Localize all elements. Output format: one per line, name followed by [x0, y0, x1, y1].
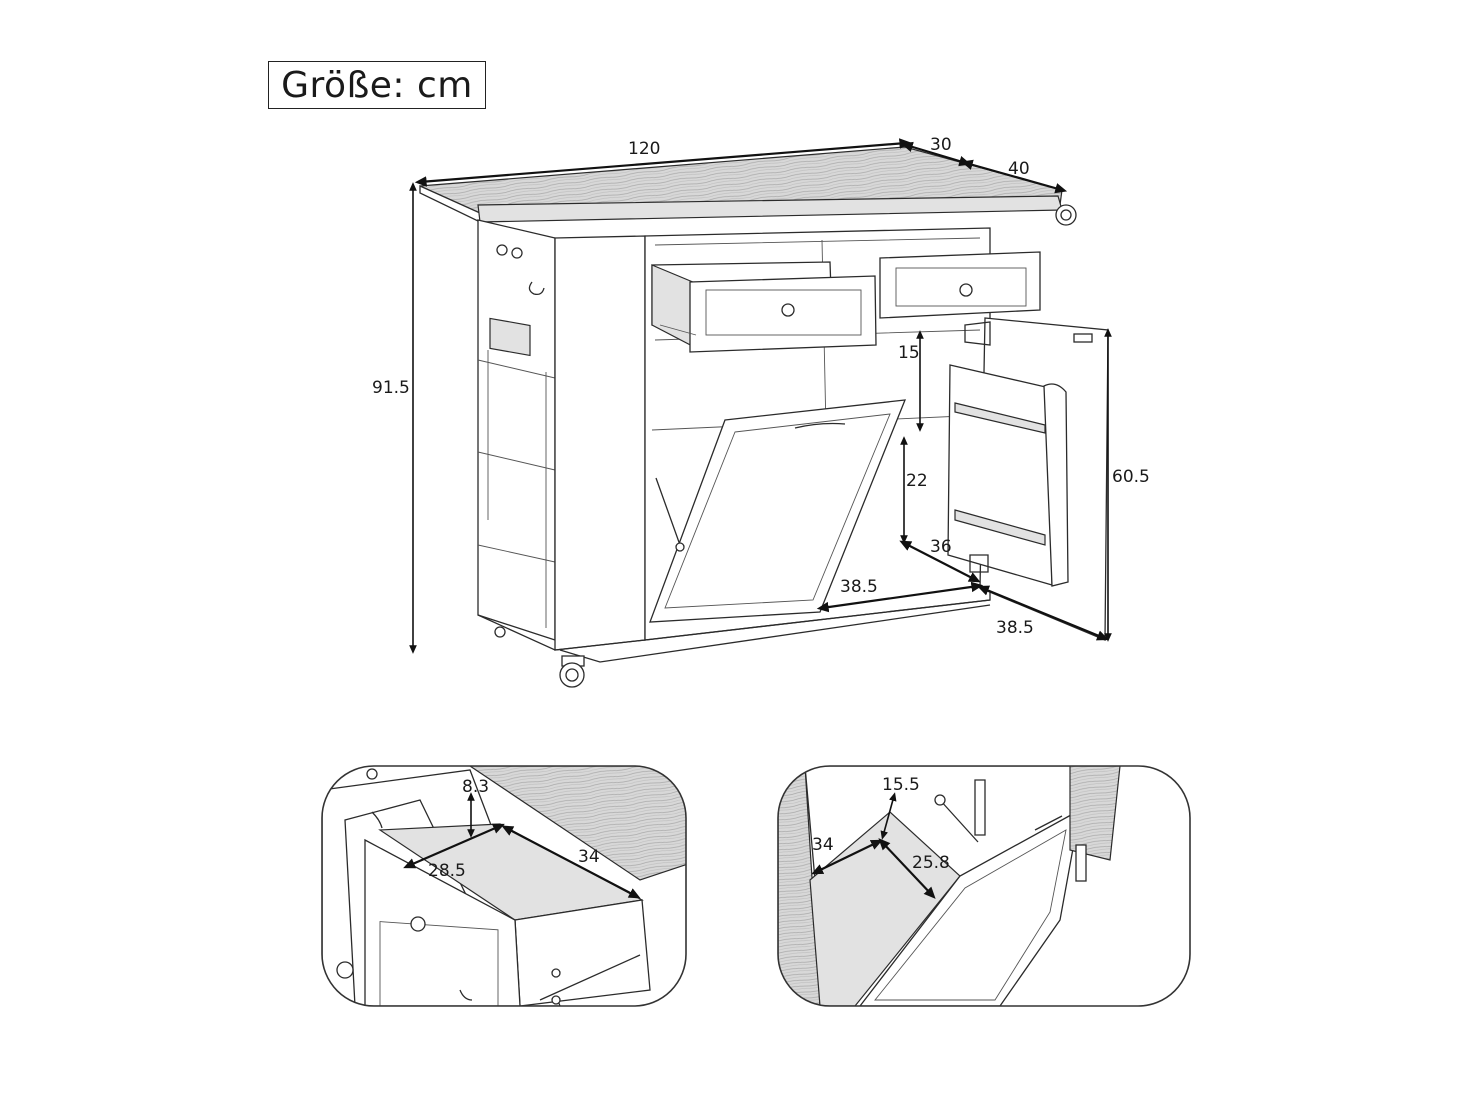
bin-handle — [794, 422, 846, 429]
dim-door-width-arrow — [977, 585, 1109, 641]
bin-door-detail — [858, 808, 1081, 1006]
detail-bin-top-arrow — [880, 792, 897, 840]
caster-back-left — [494, 626, 506, 638]
dim-bin-height-label: 22 — [906, 471, 928, 491]
detail-drawer-depth-arrow — [501, 825, 641, 899]
drawer-front-face — [364, 838, 521, 1006]
caster-front-left — [559, 655, 585, 688]
power-outlet — [489, 317, 531, 357]
detail-bin-width-arrow — [811, 839, 883, 875]
door-spice-rack — [947, 364, 1053, 586]
island-main-view: 120 30 40 91.5 15 22 36 38.5 38.5 60.5 — [372, 135, 1150, 688]
detail-bin-depth-label: 25.8 — [912, 853, 950, 873]
dim-shelf-gap-label: 15 — [898, 343, 920, 363]
door-magnet — [1073, 333, 1093, 343]
dim-cabinet-depth-arrow — [899, 540, 981, 583]
dim-depth-arrow — [960, 159, 1068, 194]
right-drawer-front — [879, 251, 1041, 319]
dim-door-width-label: 38.5 — [996, 618, 1034, 638]
dim-width-label: 120 — [628, 139, 660, 159]
detail-drawer-height-label: 8.3 — [462, 777, 489, 797]
dim-bin-width-arrow — [816, 581, 984, 613]
detail-bin-view: 15.5 34 25.8 — [777, 765, 1191, 1007]
dim-bin-width-label: 38.5 — [840, 577, 878, 597]
dim-cabinet-depth-label: 36 — [930, 537, 952, 557]
cabinet-leg — [1075, 844, 1087, 882]
left-drawer-knob — [781, 303, 795, 317]
detail-drawer-depth-label: 34 — [578, 847, 600, 867]
detail-bin-depth-arrow — [878, 838, 936, 899]
dim-extension-arrow — [900, 141, 972, 167]
size-unit-label: Größe: cm — [268, 61, 486, 109]
detail-drawer-width-arrow — [403, 823, 505, 869]
right-drawer-knob — [959, 283, 973, 297]
dim-depth-label: 40 — [1008, 159, 1030, 179]
detail-bin-width-label: 34 — [812, 835, 834, 855]
detail-drawer-width-label: 28.5 — [428, 861, 466, 881]
detail-bin-top-label: 15.5 — [882, 775, 920, 795]
dim-width-arrow — [414, 138, 912, 187]
dim-height-label: 91.5 — [372, 378, 410, 398]
dim-extension-label: 30 — [930, 135, 952, 155]
side-hook — [528, 281, 545, 296]
side-shelves — [477, 219, 556, 641]
drawer-knob-detail — [410, 916, 426, 932]
dim-door-height-label: 60.5 — [1112, 467, 1150, 487]
detail-drawer-view: 8.3 28.5 34 — [321, 765, 687, 1007]
